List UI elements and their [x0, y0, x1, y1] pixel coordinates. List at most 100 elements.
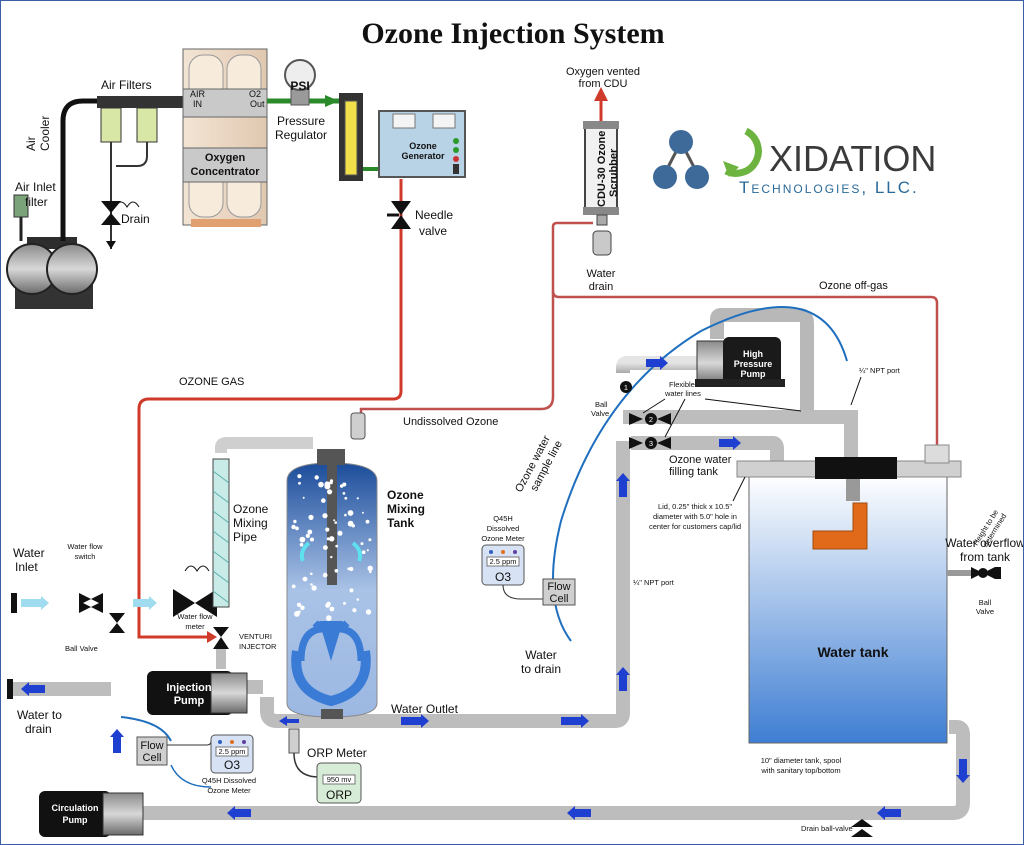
bubble: [322, 513, 328, 519]
bubble: [327, 489, 333, 495]
bubble: [347, 567, 351, 571]
svg-text:2: 2: [649, 415, 653, 424]
psi-label: PSI: [290, 79, 309, 93]
air-cooler-label: AirCooler: [24, 116, 52, 151]
bubble: [339, 484, 344, 488]
bubble: [297, 474, 302, 479]
bubble: [291, 584, 296, 589]
bubble: [330, 555, 333, 559]
bubble: [356, 497, 359, 500]
bubble: [334, 569, 339, 573]
tank-diffuser-icon: [812, 502, 868, 550]
water-outlet-pipe: [260, 441, 630, 728]
bubble: [318, 481, 324, 488]
ozone-gas-line: [137, 179, 403, 639]
bubble: [298, 481, 301, 485]
bubble: [361, 550, 366, 554]
bubble: [365, 609, 372, 615]
bubble: [365, 519, 370, 524]
bubble: [299, 536, 306, 543]
air-filter-2-icon: [136, 107, 158, 143]
ozone-gas-label: OZONE GAS: [179, 376, 244, 388]
sample-line-label: Ozone watersample line: [513, 433, 565, 501]
drain-ball-valve-icon: [851, 819, 873, 837]
undissolved-ozone-line: [359, 291, 555, 419]
bubble: [299, 542, 304, 547]
bubble: [334, 521, 338, 524]
bubble: [295, 526, 299, 531]
bubble: [302, 576, 308, 582]
orp-meter: ORP Meter 950 mv ORP: [288, 728, 367, 804]
needle-valve-icon: [391, 201, 411, 229]
bubble: [296, 602, 302, 607]
bubble: [302, 496, 305, 499]
bubble: [352, 608, 357, 613]
brand-name: XIDATION: [769, 138, 936, 179]
mixing-tank-bubbles: [291, 474, 373, 621]
offgas-label: Ozone off-gas: [819, 280, 888, 292]
bubble: [322, 572, 328, 578]
bubble: [342, 492, 346, 495]
drain-trap-icon: [592, 230, 612, 256]
bubble: [314, 475, 319, 480]
bubble: [343, 601, 346, 605]
ball-valve-left-label: Ball Valve: [65, 644, 98, 653]
flow-arrows: [21, 356, 970, 820]
bubble: [310, 537, 314, 542]
bubble: [291, 524, 296, 530]
bubble: [307, 529, 313, 535]
drain-valve-icon: [101, 201, 121, 225]
bubble: [344, 496, 348, 500]
bubble: [326, 615, 332, 621]
svg-text:3: 3: [649, 439, 653, 448]
logo-o-icon: [724, 127, 762, 177]
meter-top-name: O3: [495, 570, 511, 584]
orp-label: ORP Meter: [307, 746, 367, 760]
bubble: [329, 606, 335, 612]
ball-valve-1-icon: [620, 381, 632, 393]
bubble: [349, 588, 354, 593]
bubble: [300, 605, 305, 611]
bubble: [349, 566, 354, 572]
bubble: [293, 519, 297, 524]
venturi-injector-icon: [213, 627, 229, 649]
pressure-gauge-icon: [284, 59, 316, 91]
meter-bottom-reading: 2.5 ppm: [218, 747, 245, 756]
bubble: [325, 527, 330, 532]
npt-top-label: ¼" NPT port: [859, 366, 901, 375]
bubble: [324, 481, 331, 488]
bubble: [335, 544, 339, 548]
bubble: [360, 542, 364, 546]
flowmeter-icon: [344, 100, 358, 176]
bubble: [347, 520, 354, 527]
meter-bottom-name: O3: [224, 758, 240, 772]
bubble: [305, 533, 310, 539]
